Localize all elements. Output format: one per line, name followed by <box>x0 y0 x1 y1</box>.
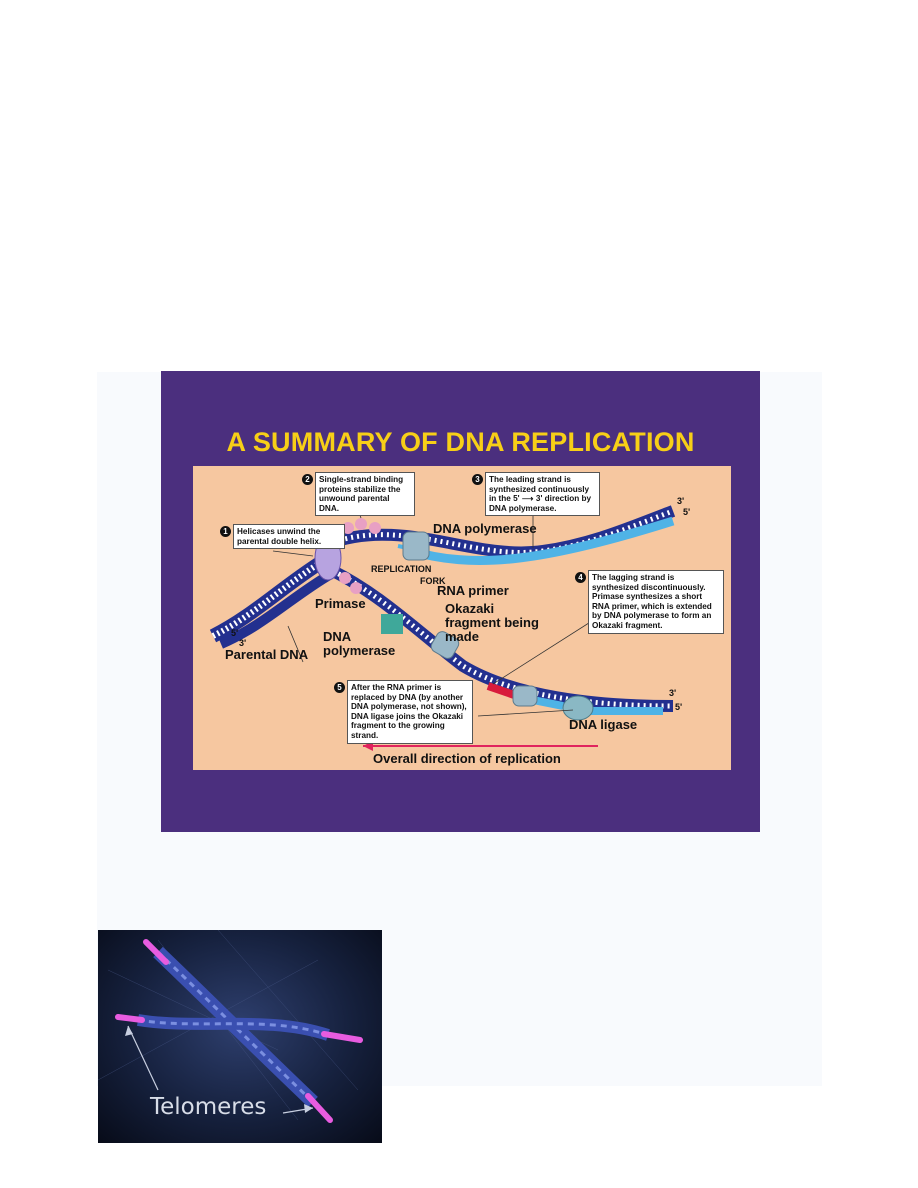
chromosome-illustration <box>98 930 363 1123</box>
callout-2: 2 Single-strand binding proteins stabili… <box>302 472 415 517</box>
telomere-cap-icon <box>305 1093 333 1123</box>
callout-1: 1 Helicases unwind the parental double h… <box>220 524 345 550</box>
polymerase-lagging-icon <box>512 685 538 707</box>
callout-number: 5 <box>334 682 345 693</box>
callout-text: Helicases unwind the parental double hel… <box>237 527 322 546</box>
telomere-cap-icon <box>321 1031 363 1043</box>
callout-text: Single-strand binding proteins stabilize… <box>319 475 404 513</box>
leading-new-strand <box>406 516 675 565</box>
pointer-arrow-left <box>127 1025 159 1091</box>
dna-ligase-icon <box>562 695 594 721</box>
callout-number: 2 <box>302 474 313 485</box>
telomere-cap-icon <box>143 939 169 965</box>
end-bottom-3: 3' <box>669 688 677 698</box>
callout-5: 5 After the RNA primer is replaced by DN… <box>334 680 473 744</box>
end-top-5: 5' <box>683 507 691 517</box>
slide-title: A SUMMARY OF DNA REPLICATION <box>226 427 695 457</box>
end-left-5: 5' <box>231 628 239 638</box>
label-dna-polymerase-top: DNA polymerase <box>433 521 537 536</box>
label-primase: Primase <box>315 596 366 611</box>
label-fork: FORK <box>420 576 446 586</box>
label-parental-dna: Parental DNA <box>225 647 309 662</box>
label-replication: REPLICATION <box>371 564 432 574</box>
replication-diagram: 1 Helicases unwind the parental double h… <box>193 466 731 770</box>
label-dna-ligase: DNA ligase <box>569 717 638 732</box>
dna-polymerase-bottom-icon <box>430 631 460 659</box>
callout-text: After the RNA primer is replaced by DNA … <box>351 683 467 740</box>
label-overall-direction: Overall direction of replication <box>373 751 561 766</box>
callout-4: 4 The lagging strand is synthesized disc… <box>575 570 724 634</box>
callout-number: 3 <box>472 474 483 485</box>
callout-text: The lagging strand is synthesized discon… <box>592 573 712 630</box>
callout-number: 1 <box>220 526 231 537</box>
end-left-3: 3' <box>239 638 247 648</box>
ssb-protein-icon <box>342 522 354 534</box>
primase-icon <box>381 614 403 634</box>
telomeres-label: Telomeres <box>150 1094 267 1120</box>
label-dna-polymerase-bottom: DNA polymerase <box>323 629 396 658</box>
callout-3: 3 The leading strand is synthesized cont… <box>472 472 600 517</box>
label-rna-primer: RNA primer <box>437 583 509 598</box>
callout-number: 4 <box>575 572 586 583</box>
label-okazaki-fragment: Okazaki fragment being made <box>445 601 539 644</box>
telomeres-image: Telomeres <box>98 930 382 1143</box>
end-bottom-5: 5' <box>675 702 683 712</box>
dna-replication-slide: A SUMMARY OF DNA REPLICATION <box>161 371 760 832</box>
parental-strand-2 <box>219 569 334 649</box>
callout-text: The leading strand is synthesized contin… <box>489 475 592 513</box>
telomere-cap-icon <box>115 1014 145 1023</box>
dna-polymerase-top-icon <box>402 531 430 561</box>
end-top-3: 3' <box>677 496 685 506</box>
replication-illustration <box>209 495 676 751</box>
